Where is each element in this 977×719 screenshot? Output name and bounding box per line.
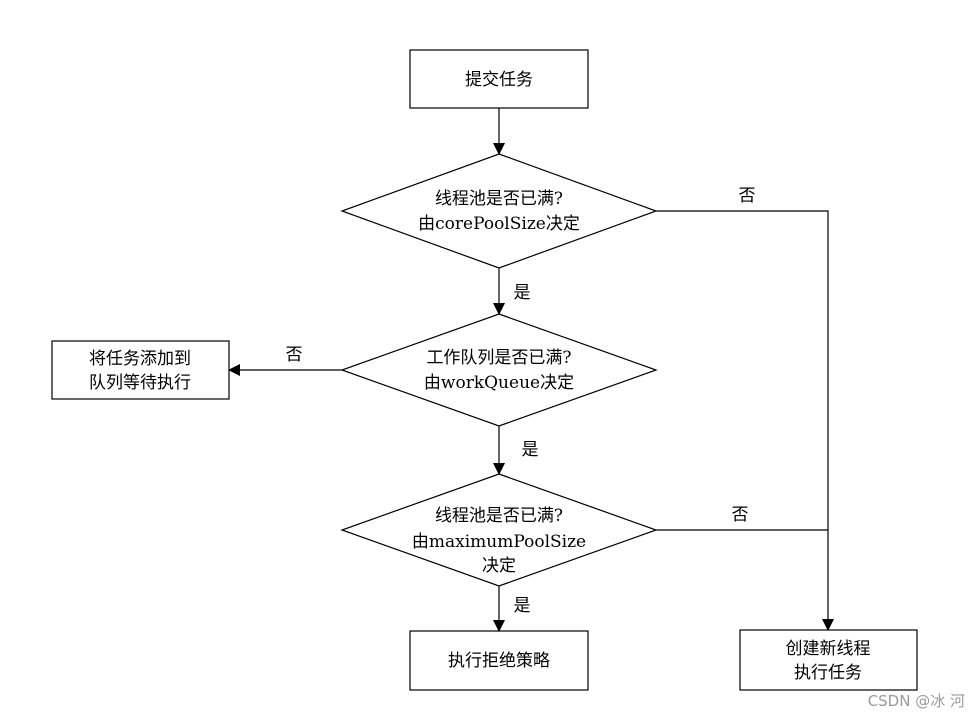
edge-label-queue-yes: 是	[522, 440, 539, 460]
reject-label: 执行拒绝策略	[448, 651, 550, 671]
create-thread-box: 创建新线程 执行任务	[739, 629, 918, 691]
edge-label-core-no: 否	[739, 186, 756, 206]
core-pool-check-diamond: 线程池是否已满? 由corePoolSize决定	[340, 153, 658, 269]
core-check-line2: 由corePoolSize决定	[418, 214, 580, 234]
enqueue-line1: 将任务添加到	[89, 349, 191, 369]
queue-check-line1: 工作队列是否已满?	[426, 348, 571, 368]
max-pool-check-diamond: 线程池是否已满? 由maximumPoolSize 决定	[340, 473, 658, 587]
submit-task-box: 提交任务	[409, 49, 589, 109]
submit-task-label: 提交任务	[465, 70, 533, 90]
edge-label-max-yes: 是	[514, 596, 531, 616]
max-check-line2: 由maximumPoolSize	[412, 532, 586, 552]
enqueue-line2: 队列等待执行	[89, 373, 191, 393]
new-thread-line1: 创建新线程	[786, 639, 871, 659]
core-check-line1: 线程池是否已满?	[435, 189, 563, 209]
edge-label-queue-no: 否	[286, 345, 303, 365]
watermark: CSDN @冰 河	[868, 692, 965, 710]
queue-check-line2: 由workQueue决定	[424, 373, 574, 393]
max-check-line1: 线程池是否已满?	[435, 506, 563, 526]
new-thread-line2: 执行任务	[794, 663, 862, 683]
arrow-core-no-to-new-thread	[656, 210, 834, 631]
enqueue-task-box: 将任务添加到 队列等待执行	[51, 340, 230, 400]
edge-label-max-no: 否	[732, 505, 749, 525]
max-check-line3: 决定	[482, 556, 516, 576]
reject-policy-box: 执行拒绝策略	[409, 630, 589, 691]
work-queue-check-diamond: 工作队列是否已满? 由workQueue决定	[340, 313, 658, 427]
edge-label-core-yes: 是	[514, 283, 531, 303]
